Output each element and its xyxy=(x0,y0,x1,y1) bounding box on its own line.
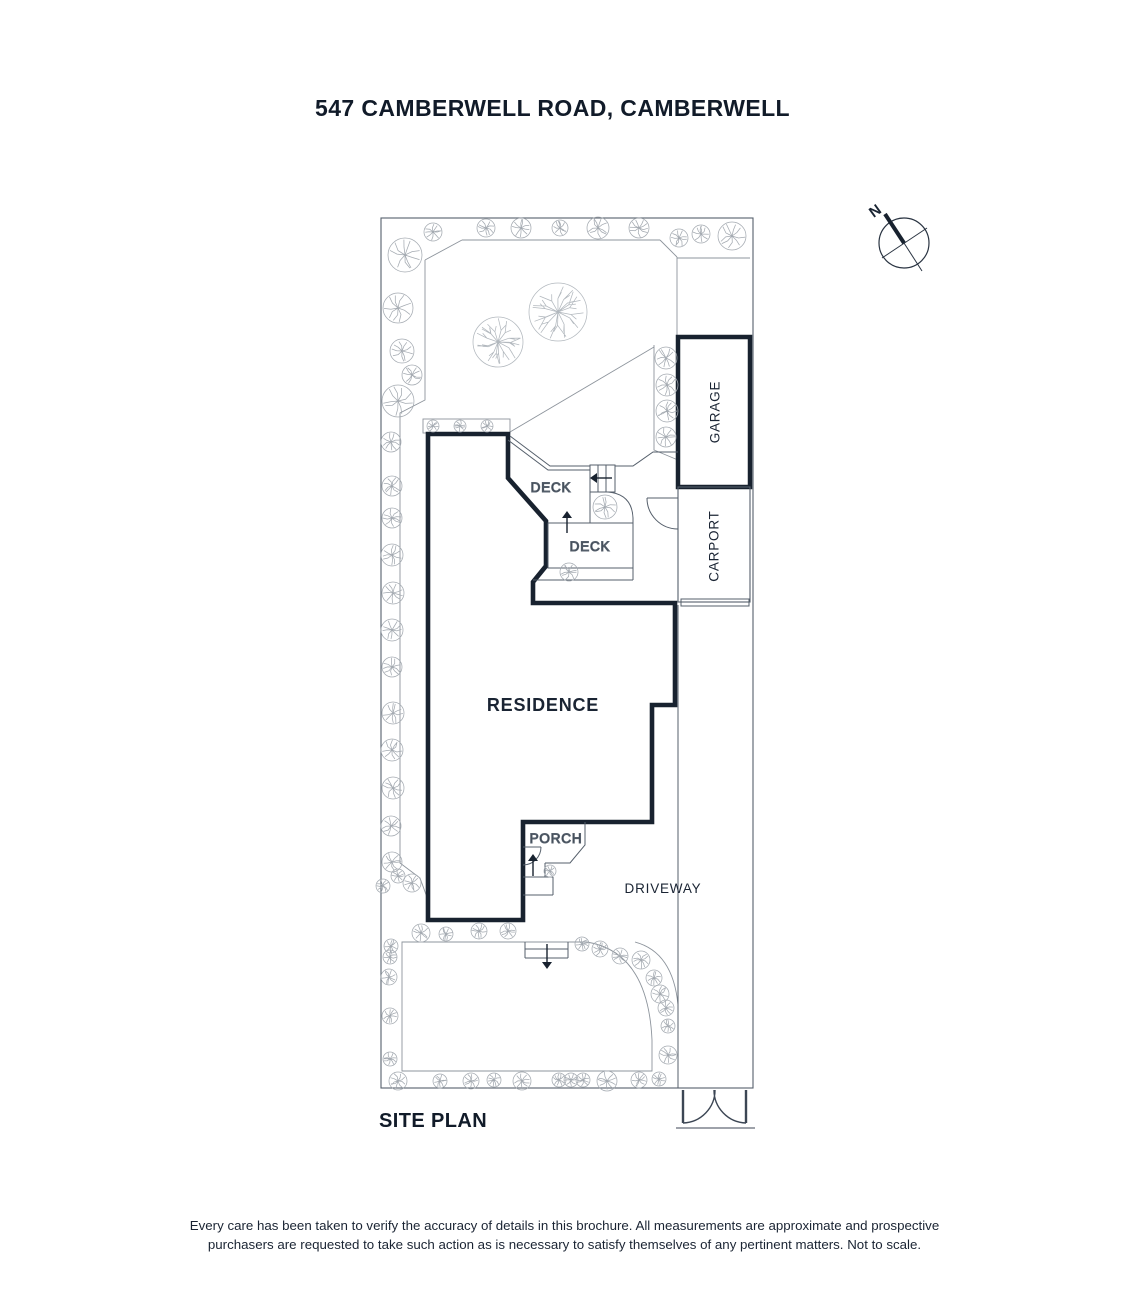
tree-symbol xyxy=(575,1072,591,1088)
tree-symbol xyxy=(453,419,467,433)
tree-symbol xyxy=(655,426,677,448)
tree-symbol xyxy=(401,364,423,386)
porch-label: PORCH xyxy=(530,831,583,846)
tree-symbol xyxy=(717,221,747,251)
tree-symbol xyxy=(669,228,689,248)
tree-symbol xyxy=(381,1007,399,1025)
tree-symbol xyxy=(381,776,405,800)
tree-symbol xyxy=(381,581,405,605)
garden-beds xyxy=(399,239,750,1072)
tree-symbol xyxy=(388,1071,408,1091)
tree-symbol xyxy=(559,562,579,582)
page-title: 547 CAMBERWELL ROAD, CAMBERWELL xyxy=(315,95,790,121)
tree-symbol xyxy=(426,419,440,433)
tree-symbol xyxy=(375,878,391,894)
driveway-label: DRIVEWAY xyxy=(625,881,702,896)
tree-symbol xyxy=(510,217,532,239)
tree-symbol xyxy=(381,656,403,678)
tree-symbol xyxy=(380,618,404,642)
tree-symbol xyxy=(596,1070,618,1092)
tree-symbol xyxy=(381,475,403,497)
tree-symbol xyxy=(381,384,415,418)
compass-north-label: N xyxy=(866,201,885,221)
tree-symbol xyxy=(402,873,422,893)
deck: DECK DECK xyxy=(507,435,678,581)
tree-symbol xyxy=(591,940,609,958)
driveway-gate xyxy=(676,1089,755,1129)
tree-symbol xyxy=(423,222,443,242)
tree-symbol xyxy=(499,922,517,940)
tree-symbol xyxy=(462,1072,480,1090)
tree-symbol xyxy=(380,968,398,986)
tree-symbol xyxy=(628,217,650,239)
garage-label: GARAGE xyxy=(708,381,723,444)
tree-symbol xyxy=(380,738,404,762)
deck-arrow-up-icon xyxy=(562,511,572,533)
steps-arrow-down-icon xyxy=(542,944,552,969)
tree-symbol xyxy=(387,237,423,273)
tree-symbol xyxy=(382,292,414,324)
porch-arrow-up-icon xyxy=(528,854,538,876)
disclaimer-line-2: purchasers are requested to take such ac… xyxy=(207,1237,922,1253)
tree-symbol xyxy=(382,1051,398,1067)
front-steps xyxy=(524,942,569,969)
tree-symbol xyxy=(654,346,678,370)
tree-symbol xyxy=(651,1071,667,1087)
trees-group xyxy=(375,216,747,1092)
tree-symbol xyxy=(380,815,402,837)
tree-symbol xyxy=(631,950,651,970)
disclaimer-line-1: Every care has been taken to verify the … xyxy=(189,1218,940,1233)
carport-label: CARPORT xyxy=(707,510,722,581)
tree-symbol xyxy=(470,922,488,940)
tree-symbol xyxy=(389,338,415,364)
residence-outline: RESIDENCE xyxy=(425,431,678,923)
residence-label: RESIDENCE xyxy=(487,695,599,715)
tree-symbol xyxy=(592,494,618,520)
tree-symbol xyxy=(660,1018,676,1034)
north-arrow-icon xyxy=(883,212,906,245)
tree-symbol xyxy=(381,507,403,529)
tree-symbol xyxy=(380,543,404,567)
tree-symbol xyxy=(655,399,679,423)
tree-symbol xyxy=(551,219,569,237)
tree-symbol xyxy=(381,701,405,725)
tree-symbol xyxy=(390,868,406,884)
tree-symbol xyxy=(472,316,524,368)
tree-symbol xyxy=(411,923,431,943)
tree-symbol xyxy=(645,969,663,987)
carport-outline: CARPORT xyxy=(646,486,751,603)
garage-outline: GARAGE xyxy=(675,334,753,490)
tree-symbol xyxy=(382,949,398,965)
compass-icon: N xyxy=(866,201,930,272)
tree-symbol xyxy=(432,1073,448,1089)
tree-symbol xyxy=(480,419,494,433)
disclaimer: Every care has been taken to verify the … xyxy=(0,1216,1129,1255)
deck-lower-label: DECK xyxy=(570,539,611,554)
tree-symbol xyxy=(658,1045,678,1065)
tree-symbol xyxy=(528,282,588,342)
tree-symbol xyxy=(438,926,454,942)
deck-upper-label: DECK xyxy=(531,480,572,495)
tree-symbol xyxy=(657,999,675,1017)
tree-symbol xyxy=(476,218,496,238)
tree-symbol xyxy=(543,864,557,878)
tree-symbol xyxy=(486,1072,502,1088)
tree-symbol xyxy=(655,373,679,397)
property-boundary xyxy=(380,217,754,1089)
tree-symbol xyxy=(586,216,610,240)
tree-symbol xyxy=(512,1071,532,1091)
tree-symbol xyxy=(691,224,711,244)
driveway-area: DRIVEWAY xyxy=(625,598,755,1129)
stairs-arrow-left-icon xyxy=(590,473,612,483)
tree-symbol xyxy=(611,947,629,965)
tree-symbol xyxy=(574,936,590,952)
tree-symbol xyxy=(380,431,402,453)
plan-caption: SITE PLAN xyxy=(379,1110,488,1132)
tree-symbol xyxy=(630,1071,648,1089)
porch: PORCH xyxy=(522,822,586,896)
